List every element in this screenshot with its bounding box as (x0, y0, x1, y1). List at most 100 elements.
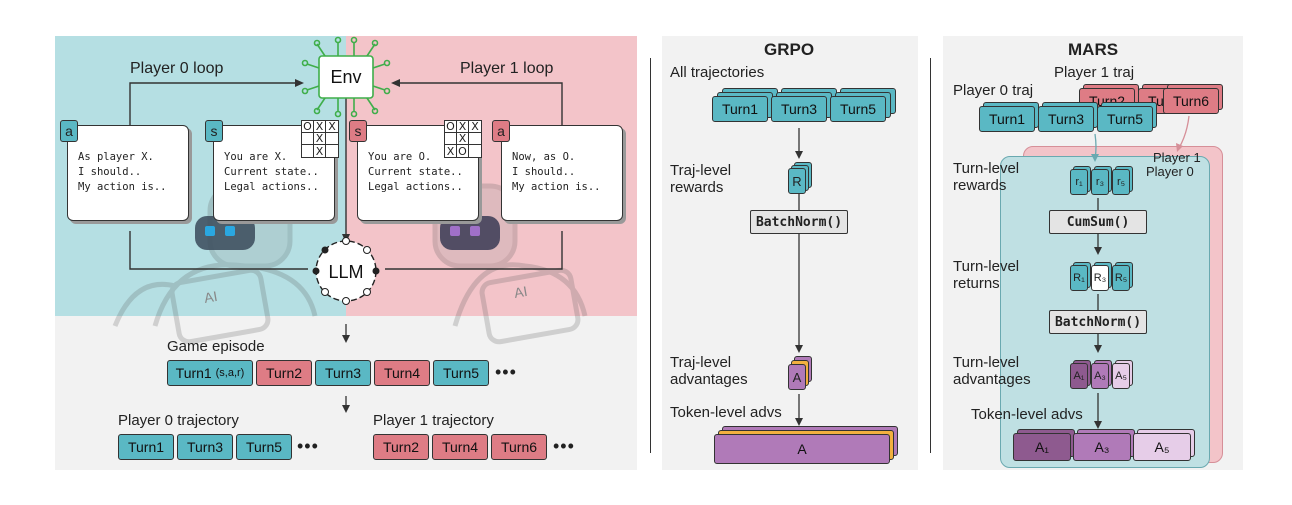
p1-traj-turn4: Turn4 (432, 434, 488, 460)
tag-a-player0: a (60, 120, 78, 142)
tag-a-player1: a (492, 120, 510, 142)
board-cell (302, 133, 314, 145)
mars-player1-label: Player 1 (1153, 150, 1201, 165)
mars-R5-chip: R₅ (1112, 265, 1130, 291)
board-cell: X (326, 121, 338, 133)
board-cell: X (314, 145, 326, 157)
p0-traj-turn3: Turn3 (177, 434, 233, 460)
divider-1 (650, 58, 651, 453)
mars-R1-chip: R₁ (1070, 265, 1088, 291)
mars-front-turn5: Turn5 (1097, 106, 1153, 132)
mars-r3-chip: r₃ (1091, 169, 1109, 195)
player1-loop-label: Player 1 loop (460, 60, 554, 77)
p1-ellipsis: ••• (553, 436, 575, 456)
mars-R3-chip: R₃ (1091, 265, 1109, 291)
llm-label: LLM (328, 262, 363, 282)
left-panel: AI AI (55, 36, 637, 470)
chat-action-player0: As player X.I should..My action is.. (67, 125, 189, 221)
tag-s-player1: s (349, 120, 367, 142)
mars-title: MARS (1068, 40, 1119, 59)
grpo-A-chip: A (788, 364, 806, 390)
grpo-turn1: Turn1 (712, 96, 768, 122)
player0-loop-line (129, 82, 297, 125)
llm-node (312, 237, 380, 305)
grpo-R-chip: R (788, 168, 806, 194)
mars-A1-chip: A₁ (1070, 363, 1088, 389)
player0-loop-bottom (129, 231, 308, 270)
grpo-panel: GRPO All trajectories Turn1 Turn3 Turn5 … (662, 36, 918, 470)
p0-ellipsis: ••• (297, 436, 319, 456)
robot-right-face (440, 216, 500, 250)
player0-loop-label: Player 0 loop (130, 60, 224, 77)
player1-trajectory-label: Player 1 trajectory (373, 412, 494, 429)
mars-player0-box (1000, 156, 1210, 468)
episode-turn3: Turn3 (315, 360, 371, 386)
grpo-arrows (795, 128, 803, 426)
mars-cumsum: CumSum() (1049, 210, 1147, 234)
mars-r1-chip: r₁ (1070, 169, 1088, 195)
episode-turn1: Turn1 (s,a,r) (167, 360, 253, 386)
all-trajectories-label: All trajectories (670, 64, 765, 81)
board-cell: X (445, 145, 457, 157)
p1-traj-turn6: Turn6 (491, 434, 547, 460)
grpo-turn3: Turn3 (771, 96, 827, 122)
p1-traj-turn2: Turn2 (373, 434, 429, 460)
mars-arrows (1091, 115, 1190, 429)
game-episode-label: Game episode (167, 338, 265, 355)
player1-loop-line (398, 82, 563, 125)
robot-left-badge: AI (203, 288, 219, 306)
board-cell: X (457, 133, 469, 145)
mars-batchnorm: BatchNorm() (1049, 310, 1147, 334)
board-cell (469, 145, 481, 157)
mars-back-turn6: Turn6 (1163, 88, 1219, 114)
episode-ellipsis: ••• (495, 362, 517, 382)
p0-traj-turn5: Turn5 (236, 434, 292, 460)
chat-action-player1: Now, as O.I should..My action is.. (501, 125, 623, 221)
mars-player0-label: Player 0 (1146, 164, 1194, 179)
grpo-token-A-bar: A (714, 434, 890, 464)
board-cell: O (445, 121, 457, 133)
episode-turn2: Turn2 (256, 360, 312, 386)
env-label: Env (330, 67, 361, 87)
mars-A5-chip: A₅ (1112, 363, 1130, 389)
board-cell: X (314, 133, 326, 145)
p0-traj-turn1: Turn1 (118, 434, 174, 460)
tag-s-player0: s (205, 120, 223, 142)
mars-token-A1: A₁ (1013, 433, 1071, 461)
mars-token-A3: A₃ (1073, 433, 1131, 461)
player1-loop-bottom (385, 231, 563, 270)
board-cell (469, 133, 481, 145)
divider-2 (930, 58, 931, 453)
mars-r5-chip: r₅ (1112, 169, 1130, 195)
board-cell (326, 133, 338, 145)
mars-front-turn1: Turn1 (979, 106, 1035, 132)
board-cell: O (302, 121, 314, 133)
grpo-token-advs-label: Token-level advs (670, 404, 782, 421)
board-cell: X (457, 121, 469, 133)
board-cell: X (314, 121, 326, 133)
grpo-batchnorm: BatchNorm() (750, 210, 848, 234)
player0-trajectory-label: Player 0 trajectory (118, 412, 239, 429)
episode-turn5: Turn5 (433, 360, 489, 386)
episode-turn4: Turn4 (374, 360, 430, 386)
grpo-turn5: Turn5 (830, 96, 886, 122)
mars-A3-chip: A₃ (1091, 363, 1109, 389)
board-cell (302, 145, 314, 157)
mars-player1-traj-label: Player 1 traj (1054, 64, 1135, 81)
grpo-turn-stack: Turn1 Turn3 Turn5 (712, 88, 902, 128)
grpo-title: GRPO (764, 40, 815, 59)
loop-diagram: AI AI (112, 36, 588, 413)
mars-panel: MARS Player 1 Player 0 Player 1 traj Pla… (943, 36, 1243, 470)
robot-right-badge: AI (513, 283, 529, 301)
board-cell: O (457, 145, 469, 157)
board-cell: X (469, 121, 481, 133)
mars-token-advs-label: Token-level advs (971, 406, 1083, 423)
board-cell (445, 133, 457, 145)
mars-front-turn3: Turn3 (1038, 106, 1094, 132)
